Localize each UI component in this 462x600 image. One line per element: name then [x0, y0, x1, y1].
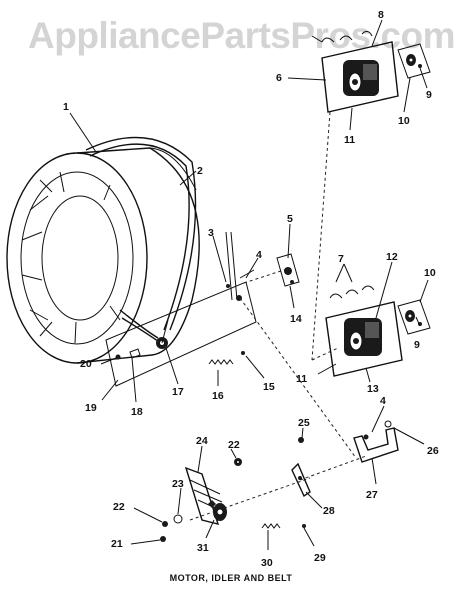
label-26: 26 — [427, 445, 439, 457]
label-25: 25 — [298, 417, 310, 429]
label-14: 14 — [290, 313, 302, 325]
label-3: 3 — [208, 227, 214, 239]
label-9-upper: 9 — [426, 89, 432, 101]
diagram-caption: MOTOR, IDLER AND BELT — [169, 573, 293, 583]
clip-29 — [302, 524, 306, 528]
label-6: 6 — [276, 72, 282, 84]
label-29: 29 — [314, 552, 326, 564]
label-2: 2 — [197, 165, 203, 177]
label-22-lower: 22 — [113, 501, 125, 513]
label-31: 31 — [197, 542, 209, 554]
dryer-drum — [6, 147, 200, 364]
label-4-upper: 4 — [256, 249, 262, 261]
label-28: 28 — [323, 505, 335, 517]
arm-connector-line — [239, 297, 357, 459]
washer-22-lower — [162, 521, 168, 527]
label-17: 17 — [172, 386, 184, 398]
leader-lines — [69, 19, 429, 550]
label-10-upper: 10 — [398, 115, 410, 127]
label-30: 30 — [261, 557, 273, 569]
label-18: 18 — [131, 406, 143, 418]
label-23: 23 — [172, 478, 184, 490]
idler-spring — [208, 359, 234, 365]
label-27: 27 — [366, 489, 378, 501]
pulley-bracket — [276, 253, 300, 287]
washer-23 — [173, 514, 183, 524]
label-10-lower: 10 — [424, 267, 436, 279]
label-11-lower: 11 — [296, 373, 307, 385]
spring-30 — [261, 523, 281, 529]
idler-pulley-assembly — [184, 466, 227, 525]
idler-arm — [225, 231, 255, 301]
part-labels: 1 2 3 4 5 6 7 8 9 10 11 12 10 9 11 13 14… — [63, 9, 439, 569]
idler-base-plate — [105, 267, 291, 387]
drive-belt — [85, 136, 197, 345]
watermark: AppliancePartsPros.com — [28, 15, 455, 56]
label-9-lower: 9 — [414, 339, 420, 351]
label-8: 8 — [378, 9, 384, 21]
label-11-upper: 11 — [344, 134, 355, 146]
label-22-upper: 22 — [228, 439, 240, 451]
label-13: 13 — [367, 383, 379, 395]
screw-15 — [241, 351, 245, 355]
upper-motor — [311, 30, 399, 113]
idler-lever — [291, 462, 311, 498]
label-21: 21 — [111, 538, 123, 550]
nut-21 — [160, 536, 166, 542]
upper-motor-pulley — [397, 43, 431, 79]
screw-26 — [384, 420, 392, 428]
label-7: 7 — [338, 253, 344, 265]
label-5: 5 — [287, 213, 293, 225]
label-12: 12 — [386, 251, 398, 263]
drum-ribs — [21, 171, 121, 344]
lower-motor-pulley — [397, 299, 431, 335]
label-19: 19 — [85, 402, 97, 414]
label-20: 20 — [80, 358, 92, 370]
label-24: 24 — [196, 435, 208, 447]
lower-motor — [325, 285, 403, 377]
lower-idler-bracket — [353, 427, 399, 463]
label-1: 1 — [63, 101, 69, 113]
nut-25 — [298, 437, 304, 443]
label-15: 15 — [263, 381, 275, 393]
label-16: 16 — [212, 390, 224, 402]
label-4-lower: 4 — [380, 395, 386, 407]
